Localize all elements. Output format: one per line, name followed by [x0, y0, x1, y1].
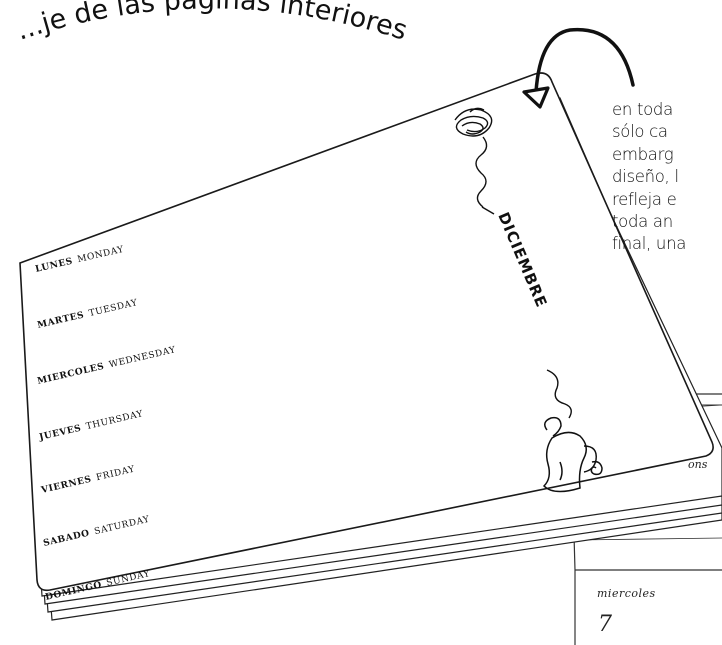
month-ornament [475, 136, 572, 419]
side-text-line: en toda [612, 100, 673, 119]
side-text-line: toda an [612, 211, 673, 231]
heading-title-path: ...je de las páginas interiores [13, 0, 411, 47]
side-text-line: refleja e [612, 189, 677, 209]
curved-arrow-icon [522, 27, 635, 109]
bottom-day-number: 7 [598, 612, 612, 637]
scribble-ornament-icon [454, 107, 493, 137]
side-text-block: en toda sólo ca embarg diseño, l refleja… [612, 99, 722, 256]
side-text-line: diseño, l [612, 167, 679, 187]
pitcher-icon [542, 416, 603, 493]
bottom-day-fragment: miercoles [597, 587, 656, 600]
side-text-line: sólo ca [612, 122, 668, 142]
right-panel-fragment: ons [688, 458, 708, 471]
heading-title: ...je de las páginas interiores [13, 0, 411, 47]
side-text-line: embarg [612, 144, 674, 164]
agenda-stack [19, 72, 722, 621]
side-text-line: final, una [612, 234, 687, 254]
